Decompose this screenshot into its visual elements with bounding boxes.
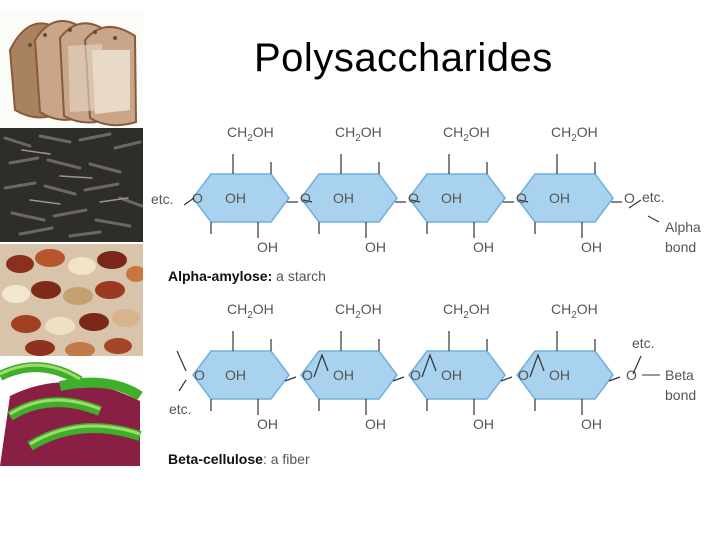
- beta-bond-label-1: Beta: [665, 367, 694, 383]
- alpha-ch2oh-label: CH2OH: [227, 124, 274, 144]
- beta-glycosidic-oxygen: O: [410, 367, 421, 383]
- alpha-glycosidic-oxygen: O: [408, 190, 419, 206]
- alpha-oh-lower: OH: [473, 239, 494, 255]
- beta-bond: [608, 376, 621, 382]
- alpha-amylose-caption: Alpha-amylose: a starch: [168, 268, 326, 284]
- wild-rice-photo: [0, 128, 143, 242]
- beta-bond-zigzag: [529, 353, 545, 378]
- alpha-glycosidic-oxygen: O: [300, 190, 311, 206]
- beta-oh-lower: OH: [365, 416, 386, 432]
- alpha-oh-lower: OH: [257, 239, 278, 255]
- beta-oh-inner: OH: [333, 367, 354, 383]
- bread-photo: [0, 10, 143, 128]
- beta-ch2oh-label: CH2OH: [227, 301, 274, 321]
- beta-glycosidic-oxygen: O: [518, 367, 529, 383]
- beta-oh-inner: OH: [441, 367, 462, 383]
- alpha-bond-link: [518, 199, 529, 203]
- beta-ch2oh-label: CH2OH: [551, 301, 598, 321]
- beta-bond-label-2: bond: [665, 387, 696, 403]
- alpha-oh-lower: OH: [581, 239, 602, 255]
- beta-glycosidic-oxygen: O: [626, 367, 637, 383]
- beta-right-link: [632, 355, 642, 375]
- alpha-glycosidic-oxygen: O: [516, 190, 527, 206]
- beta-oh-lower: OH: [257, 416, 278, 432]
- alpha-caption-rest: a starch: [272, 268, 326, 284]
- beta-bond: [392, 376, 405, 382]
- beta-oh-lower: OH: [581, 416, 602, 432]
- polysaccharide-structure-diagram: CH2OH OH OH CH2OH OH OH CH2OH OH OH CH2OH OH OH O O O O…: [151, 124, 701, 467]
- beta-bond: [284, 376, 297, 382]
- alpha-bond-link: [410, 199, 421, 203]
- beta-caption-bold: Beta-cellulose: [168, 451, 263, 467]
- beta-glycosidic-oxygen: O: [194, 367, 205, 383]
- beta-cellulose-caption: Beta-cellulose: a fiber: [168, 451, 310, 467]
- beta-bond-zigzag: [421, 353, 437, 378]
- beta-glycosidic-oxygen: O: [302, 367, 313, 383]
- beans-photo: [0, 244, 143, 356]
- alpha-oh-lower: OH: [365, 239, 386, 255]
- alpha-oh-inner: OH: [333, 190, 354, 206]
- alpha-right-link: [628, 199, 642, 209]
- alpha-oh-inner: OH: [549, 190, 570, 206]
- beta-bond: [500, 376, 513, 382]
- beta-left-link-down: [178, 379, 187, 392]
- alpha-ch2oh-label: CH2OH: [443, 124, 490, 144]
- beta-oh-lower: OH: [473, 416, 494, 432]
- peppers-photo: [0, 356, 143, 468]
- beta-etc-left: etc.: [169, 401, 192, 417]
- beta-oh-inner: OH: [225, 367, 246, 383]
- alpha-glycosidic-oxygen: O: [624, 190, 635, 206]
- alpha-bond-link: [302, 199, 313, 203]
- alpha-bond-pointer: [647, 215, 660, 223]
- alpha-left-link: [183, 197, 195, 206]
- alpha-glycosidic-oxygen: O: [192, 190, 203, 206]
- beta-ch2oh-label: CH2OH: [335, 301, 382, 321]
- beta-ch2oh-label: CH2OH: [443, 301, 490, 321]
- alpha-caption-bold: Alpha-amylose:: [168, 268, 272, 284]
- alpha-etc-left: etc.: [151, 191, 174, 207]
- slide-title: Polysaccharides: [254, 36, 553, 80]
- beta-etc-right: etc.: [632, 335, 655, 351]
- beta-bond-zigzag: [313, 353, 329, 378]
- beta-left-link-up: [176, 350, 187, 372]
- beta-oh-inner: OH: [549, 367, 570, 383]
- alpha-oh-inner: OH: [225, 190, 246, 206]
- alpha-ch2oh-label: CH2OH: [551, 124, 598, 144]
- alpha-oh-inner: OH: [441, 190, 462, 206]
- beta-caption-rest: : a fiber: [263, 451, 310, 467]
- alpha-ch2oh-label: CH2OH: [335, 124, 382, 144]
- alpha-bond-label-1: Alpha: [665, 219, 701, 235]
- alpha-bond-label-2: bond: [665, 239, 696, 255]
- alpha-etc-right: etc.: [642, 189, 665, 205]
